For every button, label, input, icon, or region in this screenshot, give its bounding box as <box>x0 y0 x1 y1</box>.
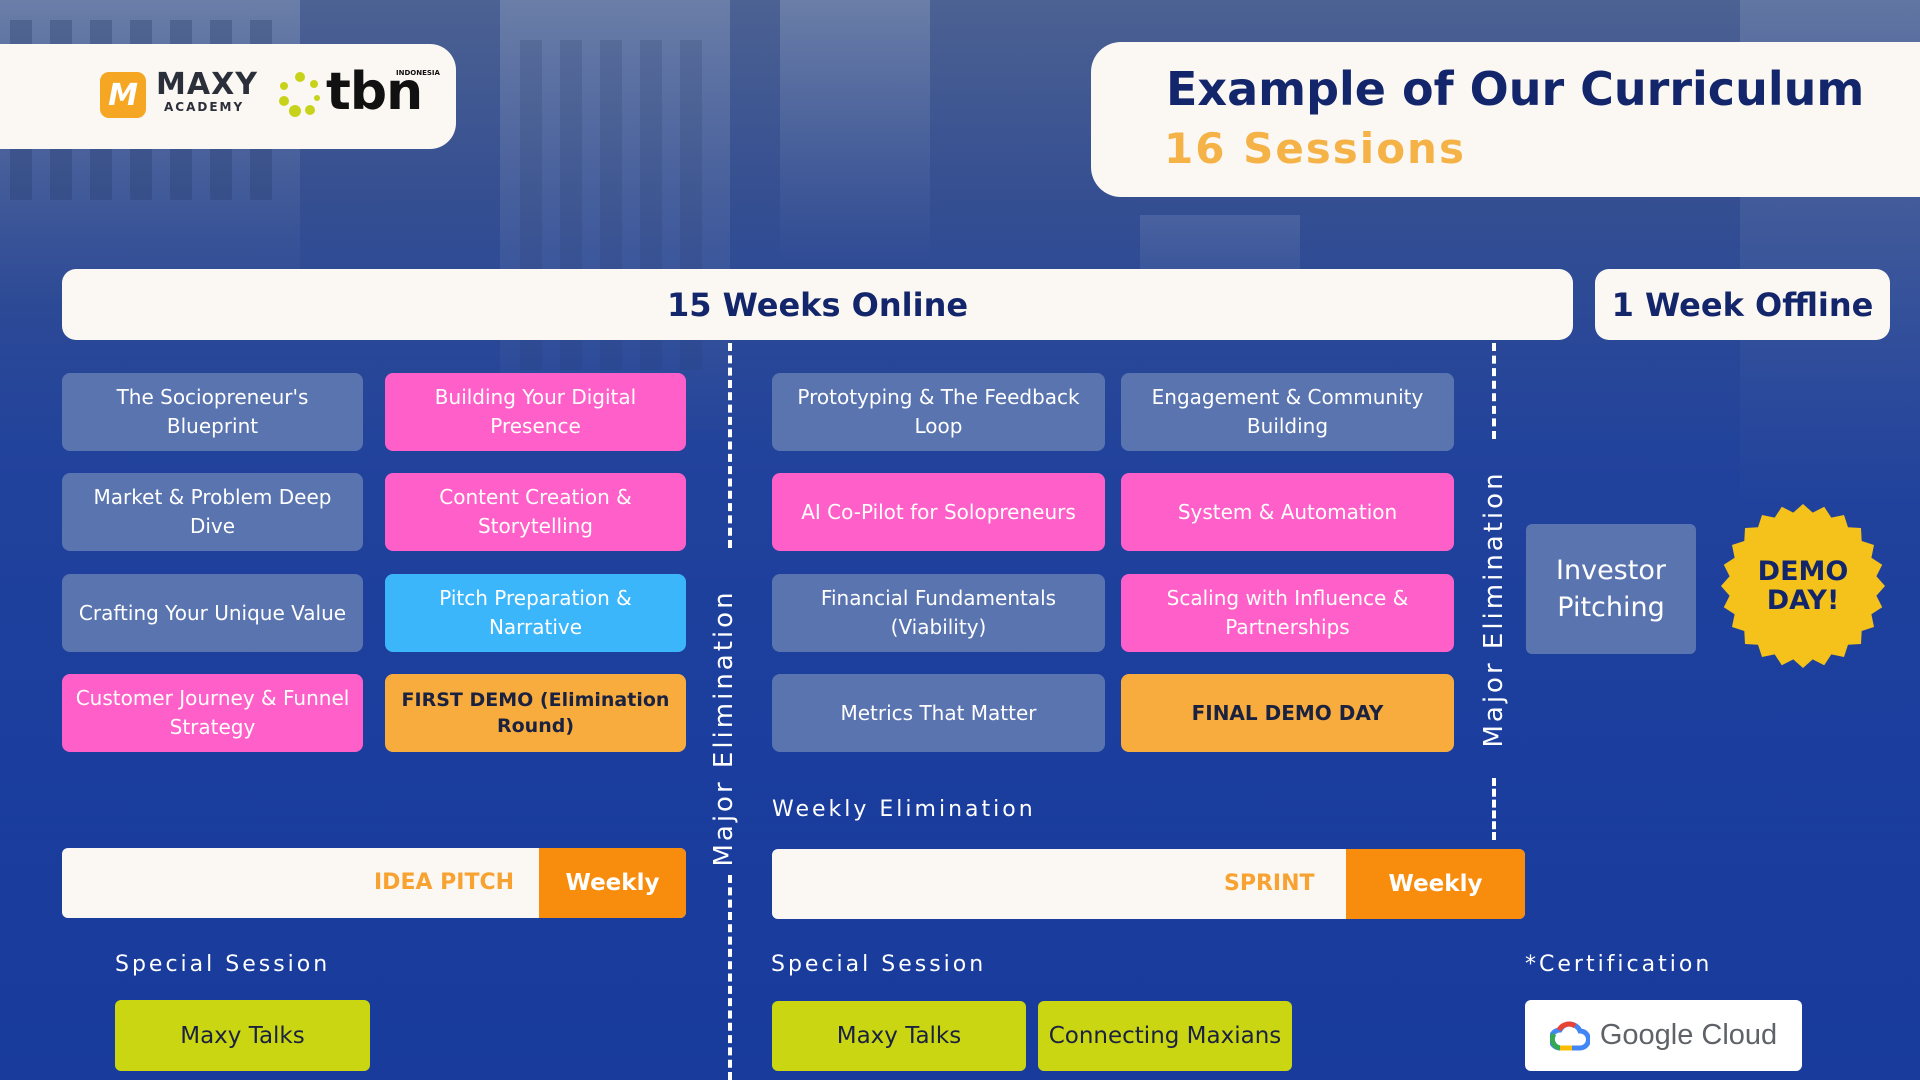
tbn-wordmark: INDONESIA tbn <box>326 62 440 122</box>
major-elimination-label: Major Elimination <box>1479 470 1509 748</box>
weekly-elimination-label: Weekly Elimination <box>772 797 1036 822</box>
divider-dashed <box>1492 343 1496 439</box>
tbn-name: tbn <box>326 62 423 122</box>
idea-pitch-frequency-badge: Weekly <box>539 848 686 918</box>
demo-day-label: DEMO DAY! <box>1757 556 1849 616</box>
maxy-logo-mark: M <box>108 77 138 113</box>
maxy-wordmark: MAXY ACADEMY <box>156 67 258 115</box>
major-elimination-label: Major Elimination <box>709 589 739 867</box>
special-session-label: Special Session <box>771 952 987 977</box>
session-ai-copilot: AI Co-Pilot for Solopreneurs <box>772 473 1105 551</box>
logo-card: M MAXY ACADEMY INDONESIA tbn <box>0 44 456 149</box>
divider-dashed <box>728 875 732 1080</box>
maxy-talks-box: Maxy Talks <box>115 1000 370 1071</box>
divider-dashed <box>728 343 732 548</box>
google-cloud-icon <box>1549 1021 1590 1050</box>
session-metrics: Metrics That Matter <box>772 674 1105 752</box>
special-session-label: Special Session <box>115 952 331 977</box>
session-pitch-preparation: Pitch Preparation & Narrative <box>385 574 686 652</box>
google-cloud-card: Google Cloud <box>1525 1000 1802 1071</box>
session-financial-fundamentals: Financial Fundamentals (Viability) <box>772 574 1105 652</box>
session-scaling: Scaling with Influence & Partnerships <box>1121 574 1454 652</box>
session-engagement: Engagement & Community Building <box>1121 373 1454 451</box>
title-card <box>1091 42 1920 197</box>
session-customer-journey: Customer Journey & Funnel Strategy <box>62 674 363 752</box>
sprint-frequency-badge: Weekly <box>1346 849 1525 919</box>
maxy-sub: ACADEMY <box>164 100 245 114</box>
online-phase-bar: 15 Weeks Online <box>62 269 1573 340</box>
maxy-talks-box: Maxy Talks <box>772 1001 1026 1071</box>
idea-pitch-label: IDEA PITCH <box>374 870 515 895</box>
offline-phase-bar: 1 Week Offline <box>1595 269 1890 340</box>
session-prototyping: Prototyping & The Feedback Loop <box>772 373 1105 451</box>
session-sociopreneur-blueprint: The Sociopreneur's Blueprint <box>62 373 363 451</box>
connecting-maxians-box: Connecting Maxians <box>1038 1001 1292 1071</box>
divider-dashed <box>1492 778 1496 840</box>
session-digital-presence: Building Your Digital Presence <box>385 373 686 451</box>
maxy-name: MAXY <box>156 67 258 102</box>
demo-day-badge-icon <box>1721 504 1885 668</box>
tbn-sub: INDONESIA <box>396 69 440 77</box>
session-final-demo: FINAL DEMO DAY <box>1121 674 1454 752</box>
sprint-label: SPRINT <box>1224 871 1315 896</box>
maxy-logo-icon: M <box>100 72 146 118</box>
session-first-demo: FIRST DEMO (Elimination Round) <box>385 674 686 752</box>
investor-pitching-box: Investor Pitching <box>1526 524 1696 654</box>
google-cloud-text: Google Cloud <box>1599 1019 1778 1051</box>
session-content-creation: Content Creation & Storytelling <box>385 473 686 551</box>
page-title: Example of Our Curriculum <box>1166 62 1865 116</box>
session-market-problem: Market & Problem Deep Dive <box>62 473 363 551</box>
tbn-dots-icon <box>279 72 320 117</box>
session-system-automation: System & Automation <box>1121 473 1454 551</box>
certification-label: *Certification <box>1525 952 1713 977</box>
page-subtitle: 16 Sessions <box>1164 124 1466 173</box>
session-unique-value: Crafting Your Unique Value <box>62 574 363 652</box>
